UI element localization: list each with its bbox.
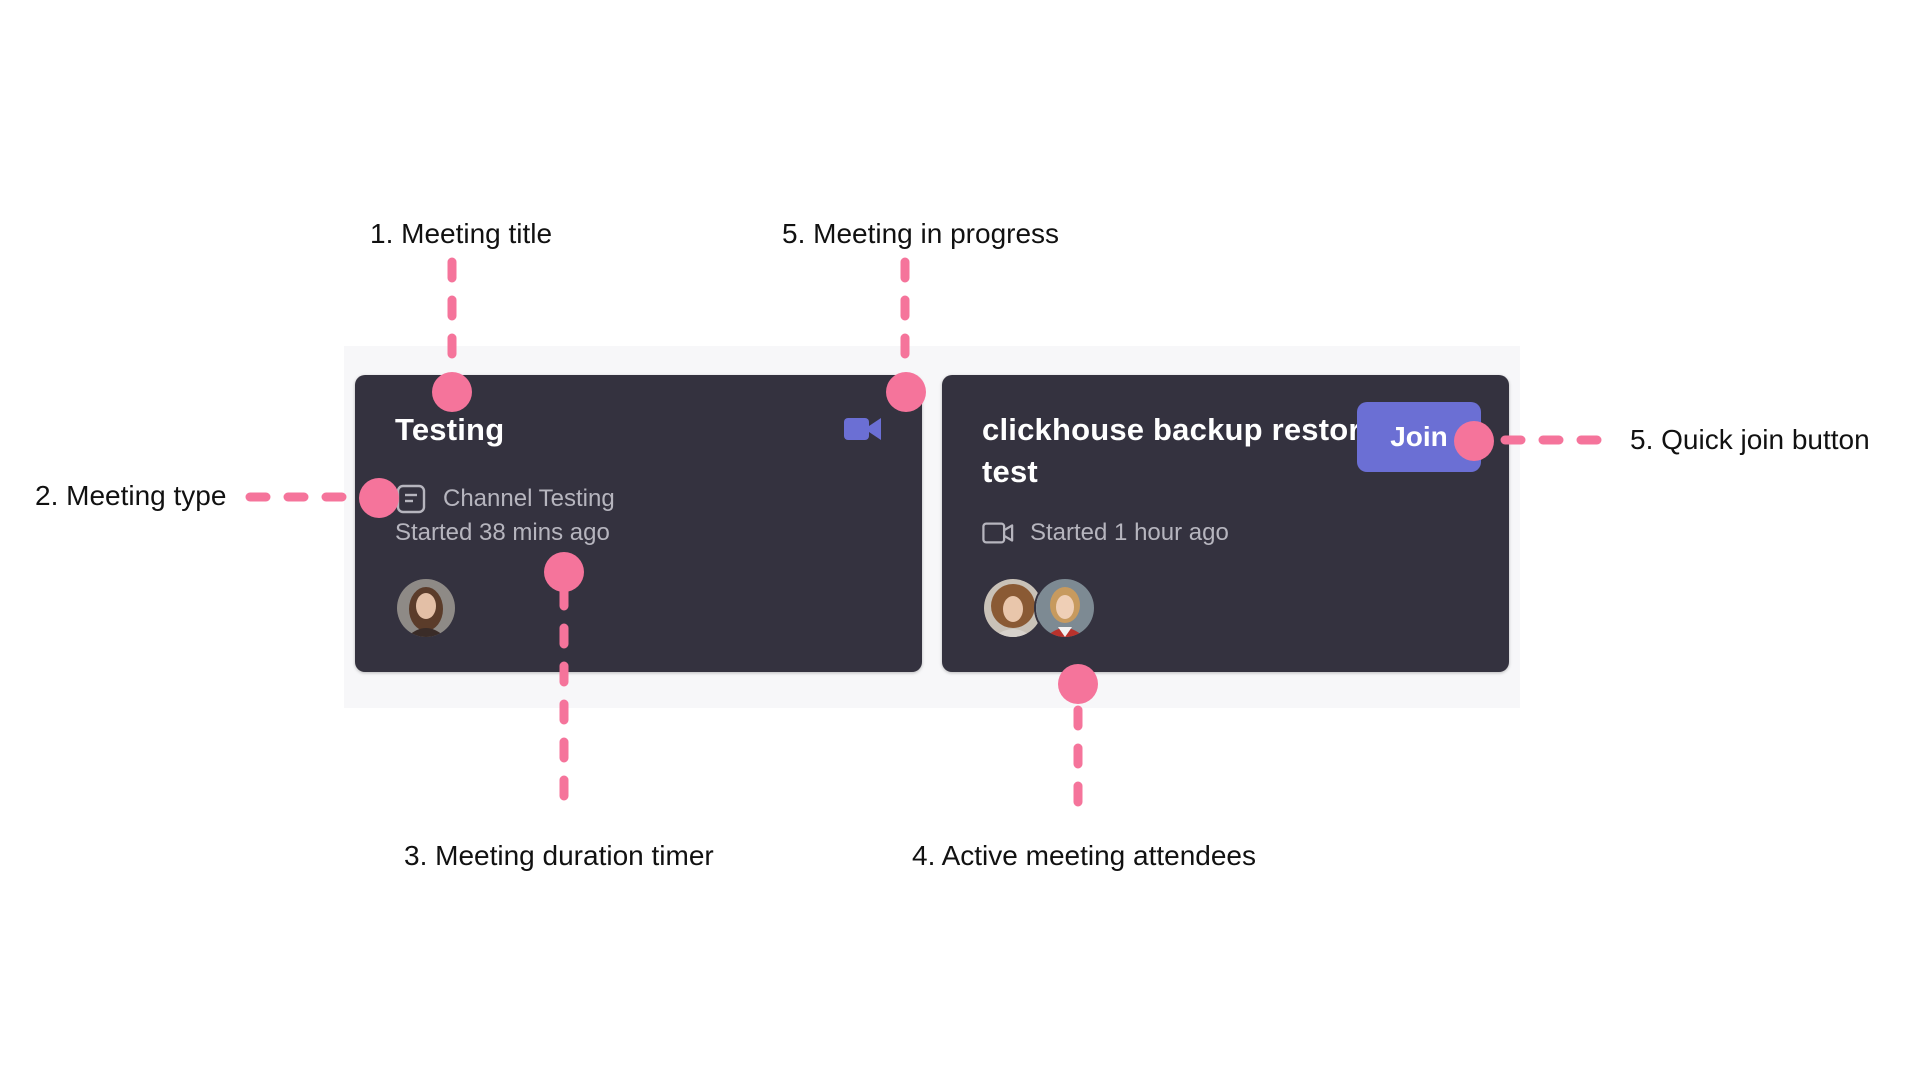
video-camera-outline-icon <box>982 517 1014 549</box>
attendee-list <box>395 577 457 639</box>
meeting-type-label: Channel Testing <box>443 485 615 512</box>
attendee-avatar[interactable] <box>982 577 1044 639</box>
meeting-type-row: Channel Testing <box>395 483 615 515</box>
callout-attendees: 4. Active meeting attendees <box>912 840 1256 871</box>
meeting-card-testing[interactable]: Testing Channel Testing Started 38 mins … <box>355 375 922 672</box>
callout-quick-join: 5. Quick join button <box>1630 424 1870 455</box>
meeting-card-clickhouse[interactable]: clickhouse backup restore test Join Star… <box>942 375 1509 672</box>
annotation-dot <box>359 478 399 518</box>
meeting-duration: Started 38 mins ago <box>395 519 610 546</box>
attendee-avatar[interactable] <box>395 577 457 639</box>
attendee-list <box>982 577 1096 639</box>
annotation-dot <box>432 372 472 412</box>
annotation-dot <box>1058 664 1098 704</box>
meeting-title: Testing <box>395 412 505 447</box>
video-camera-icon <box>844 418 881 440</box>
meeting-status-row: Started 1 hour ago <box>982 517 1229 549</box>
callout-meeting-title: 1. Meeting title <box>370 218 553 249</box>
meeting-title: clickhouse backup restore test <box>982 412 1379 489</box>
callout-duration-timer: 3. Meeting duration timer <box>404 840 714 871</box>
channel-icon <box>395 483 427 515</box>
attendee-avatar[interactable] <box>1034 577 1096 639</box>
callout-meeting-type: 2. Meeting type <box>35 480 227 511</box>
annotation-dot <box>544 552 584 592</box>
annotation-dot <box>886 372 926 412</box>
callout-meeting-in-progress: 5. Meeting in progress <box>782 218 1060 249</box>
annotation-dot <box>1454 421 1494 461</box>
meeting-duration: Started 1 hour ago <box>1030 519 1229 546</box>
